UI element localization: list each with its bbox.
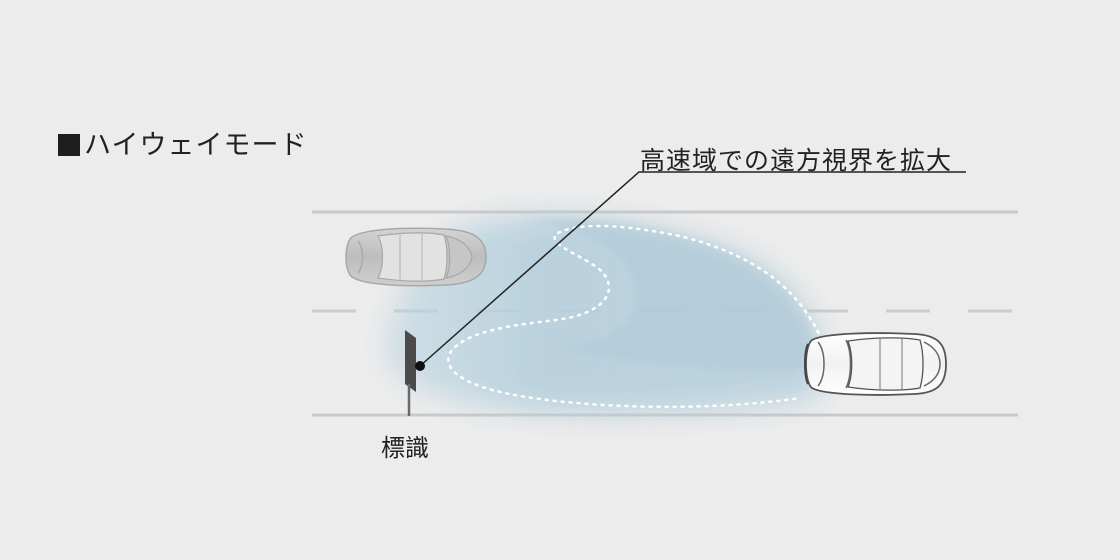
oncoming-car <box>345 227 487 287</box>
own-car <box>804 332 947 396</box>
road-sign <box>405 330 416 416</box>
page-title: ハイウェイモード <box>58 123 307 162</box>
bullet-square-icon <box>58 134 80 156</box>
title-text: ハイウェイモード <box>84 130 308 161</box>
callout-label: 高速域での遠方視界を拡大 <box>640 146 953 175</box>
callout-leader <box>415 171 966 371</box>
beam-dotted-outline <box>447 224 824 409</box>
sign-label: 標識 <box>381 434 429 462</box>
headlight-beam <box>385 216 822 414</box>
